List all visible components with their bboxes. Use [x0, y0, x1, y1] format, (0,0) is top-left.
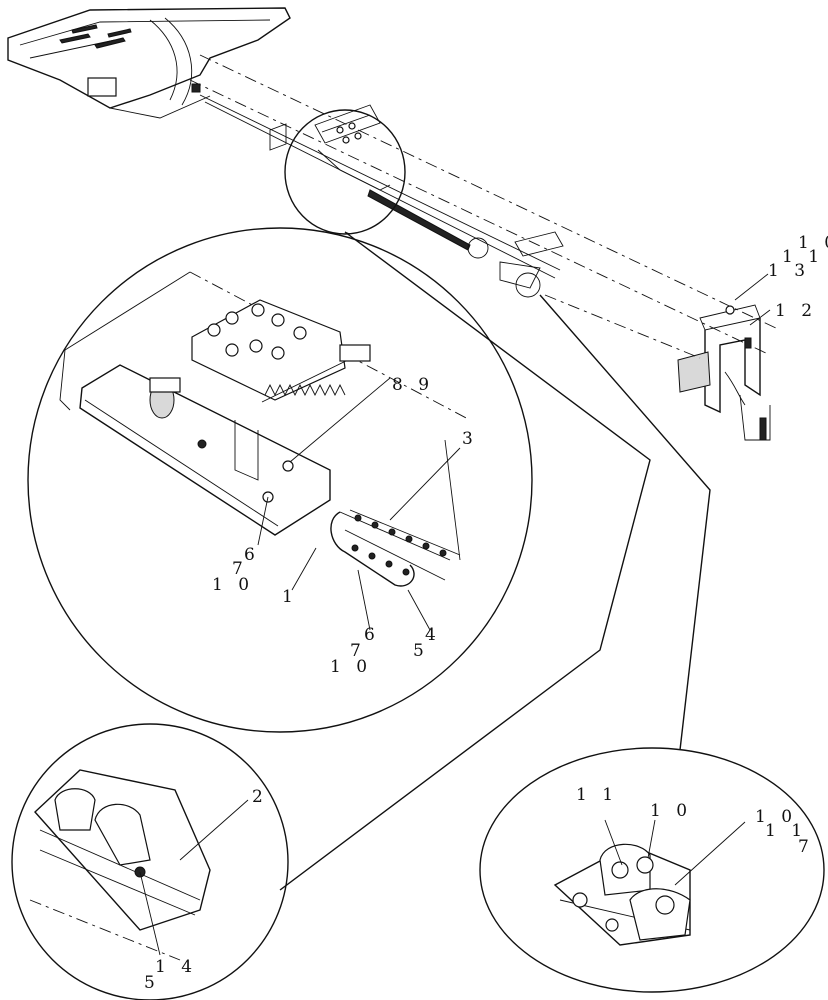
callout-5-chain: 5: [144, 973, 160, 993]
connector-to-chain-detail: [279, 231, 651, 891]
callout-12-bracket: 1 2: [775, 301, 817, 321]
connector-to-hinge-detail: [539, 294, 711, 751]
callout-7-hinge: 7: [798, 837, 814, 857]
callout-14: 1 4: [155, 957, 197, 977]
callout-3: 3: [462, 429, 478, 449]
detail-circle-large: [27, 227, 533, 733]
callout-labels: 1 0 1 1 1 3 1 2 8 9 3 6 7 1 0 1 6 7 1 0 …: [144, 233, 828, 993]
callout-6-upper: 6: [244, 545, 260, 565]
detail-chain: [11, 723, 289, 1000]
callout-6-lower: 6: [364, 625, 380, 645]
callout-11-hinge-right: 1 1: [765, 821, 807, 841]
detail-circle-large-group: [27, 227, 533, 733]
callout-11-bracket: 1 1: [782, 247, 824, 267]
callout-10-hinge-mid: 1 0: [650, 801, 692, 821]
callout-10-upper: 1 0: [212, 575, 254, 595]
callout-10-lower: 1 0: [330, 657, 372, 677]
header-deck: [7, 7, 291, 119]
detail-hinge: [479, 747, 825, 993]
main-beam: [189, 54, 781, 356]
callout-5-upper: 5: [413, 641, 429, 661]
callout-89: 8 9: [392, 375, 434, 395]
callout-2: 2: [252, 787, 268, 807]
callout-10-bracket: 1 0: [798, 233, 828, 253]
callout-11-hinge-left: 1 1: [576, 785, 618, 805]
detail-circle-small: [284, 109, 406, 235]
callout-13-bracket: 1 3: [768, 261, 810, 281]
callout-10-hinge-right: 1 0: [755, 807, 797, 827]
cable-chain-links: [351, 514, 447, 576]
callout-4: 4: [425, 625, 441, 645]
callout-7-upper: 7: [232, 559, 248, 579]
callout-1: 1: [282, 587, 298, 607]
mount-bracket: [544, 294, 771, 441]
callout-7-lower: 7: [350, 641, 366, 661]
